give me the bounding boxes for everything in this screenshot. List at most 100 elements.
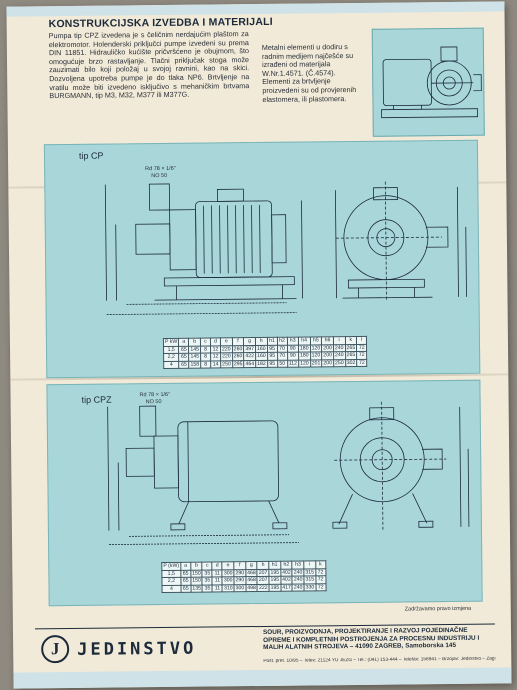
table-cell: 240 <box>292 576 305 584</box>
table-header-cell: i <box>303 560 316 569</box>
table-cell: 290 <box>234 576 246 585</box>
table-header-cell: h5 <box>309 336 322 345</box>
table-header-cell: e <box>220 337 233 346</box>
intro-paragraph: Pumpa tip CPZ izvedena je s čeličnim ner… <box>48 29 250 101</box>
table-cell: 250 <box>333 359 346 368</box>
table-cell: 72 <box>356 351 367 360</box>
table-row: 4 65 135 35 11 310 300 498 222 195 417 2… <box>162 583 326 593</box>
table-cell: 8 <box>200 353 211 361</box>
cpz-spec-table: P (kW) a b c d e f g h h1 h2 h3 i k 1,5 … <box>161 560 327 594</box>
brochure-page: KONSTRUKCIJSKA IZVEDBA I MATERIJALI Pump… <box>6 1 512 689</box>
company-logo-text: JEDINSTVO <box>77 638 197 660</box>
table-header-cell: c <box>202 562 213 570</box>
table-header-cell: e <box>222 561 234 570</box>
table-cell: 112 <box>287 359 299 368</box>
table-cell: 72 <box>356 343 367 352</box>
cpz-thread-sub: NO 50 <box>145 399 162 406</box>
table-header-cell: a <box>180 562 191 570</box>
table-cell: 95 <box>267 360 278 368</box>
table-header-cell: h3 <box>287 337 299 345</box>
table-cell: 260 <box>232 352 244 361</box>
table-cell: 95 <box>267 344 278 353</box>
table-cell: 50 <box>277 359 288 368</box>
table-cell: 207 <box>257 569 269 577</box>
table-cell: 65 <box>180 577 191 586</box>
table-header-cell: d <box>212 561 223 570</box>
table-cell: 145 <box>188 345 201 354</box>
table-cell: 65 <box>178 361 190 369</box>
table-cell: 468 <box>245 569 258 577</box>
table-cell: 11 <box>212 584 223 593</box>
table-header-cell: d <box>210 337 221 346</box>
table-cell: 65 <box>180 585 191 593</box>
table-header-cell: f <box>232 337 244 346</box>
table-cell: 14 <box>210 360 221 369</box>
table-header-cell: h2 <box>277 337 288 345</box>
table-cell: 265 <box>344 344 357 352</box>
table-cell: 4 <box>162 585 181 593</box>
table-cell: 90 <box>287 344 299 353</box>
table-cell: 422 <box>243 352 256 361</box>
table-header-cell: P kW <box>163 338 179 347</box>
table-cell: 417 <box>280 583 293 592</box>
table-header-cell: h <box>257 561 269 570</box>
table-cell: 120 <box>298 359 311 368</box>
table-cell: 120 <box>310 352 322 360</box>
table-cell: 12 <box>210 353 221 361</box>
table-cell: 315 <box>303 568 316 577</box>
table-cell: 160 <box>255 345 268 353</box>
table-cell: 180 <box>298 344 311 353</box>
table-cell: 35 <box>202 569 213 578</box>
table-header-cell: a <box>178 338 189 346</box>
table-cell: 12 <box>210 345 221 354</box>
table-cell: 195 <box>269 584 281 592</box>
table-cell: 195 <box>268 576 281 585</box>
table-cell: 330 <box>304 583 316 592</box>
company-contact: Pošt. pret. 10/95 – Telex: 21124 YU JEZG… <box>263 656 496 664</box>
table-cell: 182 <box>255 360 268 368</box>
table-header-cell: h1 <box>268 561 281 570</box>
table-cell: 11 <box>212 577 223 585</box>
cp-thread-label: Rd 78 × 1/6" <box>145 165 176 173</box>
table-header-cell: g <box>245 561 258 570</box>
cp-spec-table: P kW a b c d e f g h h1 h2 h3 h4 h5 h6 i… <box>162 335 368 370</box>
pump-cutaway-thumbnail <box>371 27 485 137</box>
pump-cutaway-drawing <box>381 46 482 119</box>
table-cell: 72 <box>315 576 326 584</box>
table-cell: 145 <box>188 353 201 362</box>
panel-tip-cp: tip CP <box>43 139 481 379</box>
table-cell: 295 <box>232 360 245 369</box>
table-cell: 120 <box>310 344 322 353</box>
page-title: KONSTRUKCIJSKA IZVEDBA I MATERIJALI <box>48 15 273 31</box>
table-header-cell: i <box>333 336 345 345</box>
table-cell: 72 <box>315 568 326 577</box>
table-header-cell: P (kW) <box>161 562 181 571</box>
table-header-cell: h2 <box>280 561 293 569</box>
table-cell: 200 <box>321 359 334 368</box>
table-cell: 222 <box>257 584 270 592</box>
table-cell: 90 <box>287 352 299 360</box>
table-cell: 468 <box>245 576 258 585</box>
table-cell: 4 <box>163 361 180 369</box>
table-cell: 65 <box>180 569 191 578</box>
table-header-cell: h <box>255 337 268 346</box>
table-cell: 240 <box>333 344 346 352</box>
company-description: SOUR, PROIZVODNJA, PROJEKTIRANJE I RAZVO… <box>262 626 480 652</box>
table-cell: 240 <box>333 351 346 360</box>
table-header-cell: b <box>188 338 201 346</box>
table-cell: 310 <box>222 584 235 593</box>
table-cell: 1,5 <box>163 345 179 354</box>
table-cell: 201 <box>310 359 322 368</box>
table-cell: 265 <box>345 351 357 360</box>
cpz-thread-label: Rd 78 × 1/6" <box>139 391 171 399</box>
table-cell: 200 <box>321 351 334 360</box>
table-cell: 240 <box>292 583 305 592</box>
table-header-cell: h1 <box>267 337 278 346</box>
table-header-cell: b <box>190 562 203 570</box>
table-cell: 2,2 <box>163 353 179 362</box>
table-cell: 8 <box>200 360 211 369</box>
table-header-cell: h3 <box>292 561 304 569</box>
table-cell: 315 <box>303 576 316 584</box>
table-cell: 220 <box>220 352 233 361</box>
table-cell: 498 <box>245 584 258 593</box>
